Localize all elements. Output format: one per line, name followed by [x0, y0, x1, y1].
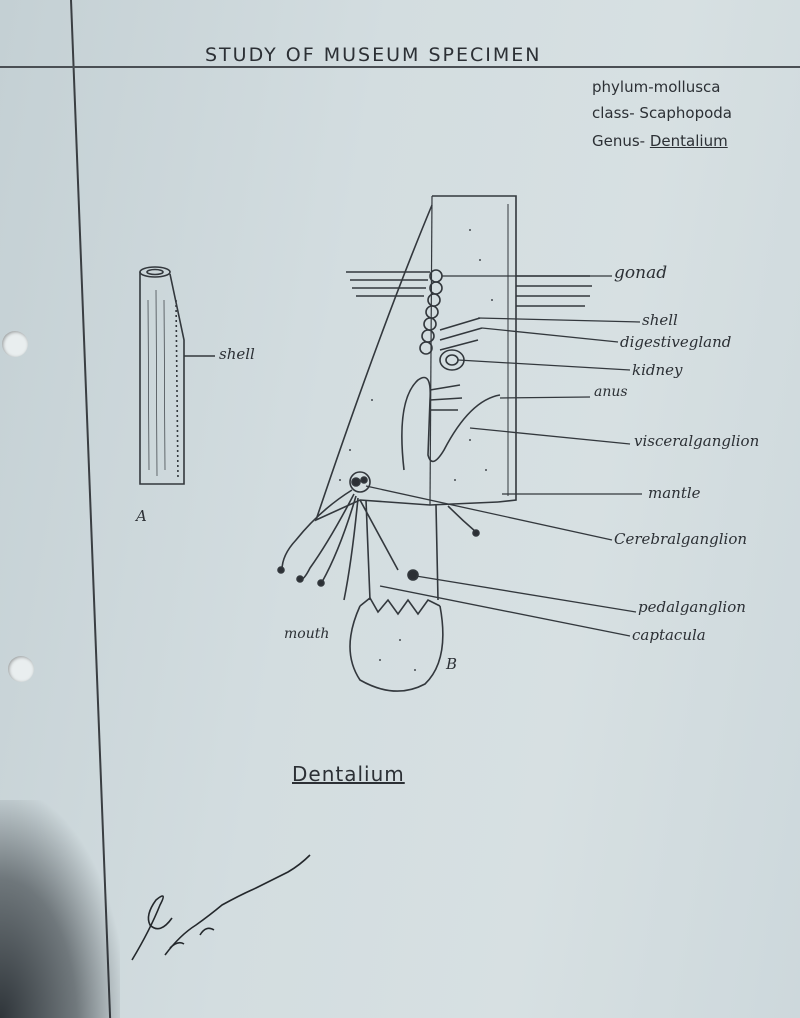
figure-b-marker: B — [446, 655, 458, 673]
label-mouth: mouth — [284, 626, 330, 642]
page-title: STUDY OF MUSEUM SPECIMEN — [205, 44, 542, 66]
label-leaders — [365, 275, 642, 637]
label-digestive-gland: digestivegland — [620, 333, 732, 351]
genus-name: Dentalium — [649, 132, 728, 150]
label-shell-b: shell — [642, 311, 678, 329]
class-line: class- Scaphopoda — [592, 104, 732, 122]
label-anus: anus — [594, 384, 628, 400]
label-gonad: gonad — [614, 263, 668, 283]
figure-a-marker: A — [136, 507, 147, 525]
genus-line: Genus- Dentalium — [592, 132, 728, 150]
label-captacula: captacula — [632, 626, 706, 644]
label-shell-a: shell — [219, 345, 255, 363]
punch-hole — [8, 656, 34, 682]
shadow — [0, 800, 120, 1018]
label-cerebral-ganglion: Cerebralganglion — [614, 530, 748, 548]
punch-hole — [2, 331, 28, 357]
diagram-caption: Dentalium — [292, 762, 405, 786]
genus-prefix: Genus- — [592, 132, 650, 150]
label-pedal-ganglion: pedalganglion — [638, 598, 746, 616]
label-visceral-ganglion: visceralganglion — [634, 432, 760, 450]
header-rule — [0, 66, 800, 68]
label-kidney: kidney — [632, 361, 683, 379]
gonad — [419, 269, 443, 355]
label-mantle: mantle — [648, 484, 701, 502]
phylum-line: phylum-mollusca — [592, 78, 721, 96]
figure-a-shell — [139, 266, 215, 485]
